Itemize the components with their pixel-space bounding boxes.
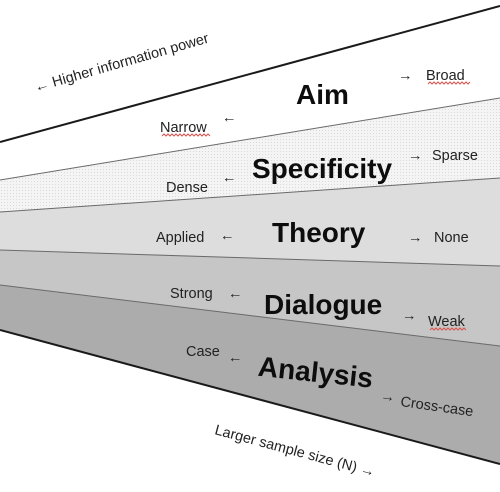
larger-sample-size-label: Larger sample size (N) → (213, 422, 377, 480)
specificity-title: Specificity (252, 153, 392, 184)
specificity-left-arrow: ← (222, 170, 237, 186)
dialogue-right-arrow: → (402, 308, 417, 324)
aim-right-label: Broad (426, 68, 465, 84)
band-separator (0, 177, 500, 213)
theory-left-label: Applied (156, 230, 204, 246)
specificity-right-arrow: → (408, 148, 423, 164)
band-aim (0, 6, 500, 180)
band-theory (0, 178, 500, 266)
specificity-right-label: Sparse (432, 148, 478, 164)
dialogue-left-arrow: ← (228, 286, 243, 302)
analysis-left-label: Case (186, 344, 220, 360)
dialogue-right-label: Weak (428, 314, 466, 330)
band-separator (0, 97, 500, 181)
aim-left-label: Narrow (160, 120, 207, 136)
theory-right-label: None (434, 230, 469, 246)
aim-title: Aim (296, 79, 349, 110)
band-separator (0, 249, 500, 267)
top-edge-line (0, 5, 500, 143)
band-separator (0, 284, 500, 347)
analysis-right-arrow: → (379, 388, 396, 406)
theory-title: Theory (272, 217, 366, 248)
analysis-left-arrow: ← (228, 350, 243, 366)
aim-right-arrow: → (398, 68, 413, 84)
theory-right-arrow: → (408, 230, 423, 246)
aim-left-arrow: ← (222, 110, 237, 126)
higher-information-power-label: ← Higher information power (33, 31, 211, 96)
bottom-edge-line (0, 329, 500, 465)
specificity-left-label: Dense (166, 180, 208, 196)
spellcheck-underline (427, 81, 471, 85)
band-dialogue (0, 250, 500, 346)
band-specificity (0, 98, 500, 212)
spellcheck-underline (161, 133, 211, 137)
theory-left-arrow: ← (220, 228, 235, 244)
dialogue-title: Dialogue (264, 289, 382, 320)
spellcheck-underline (429, 327, 467, 331)
dialogue-left-label: Strong (170, 286, 213, 302)
band-analysis (0, 285, 500, 464)
